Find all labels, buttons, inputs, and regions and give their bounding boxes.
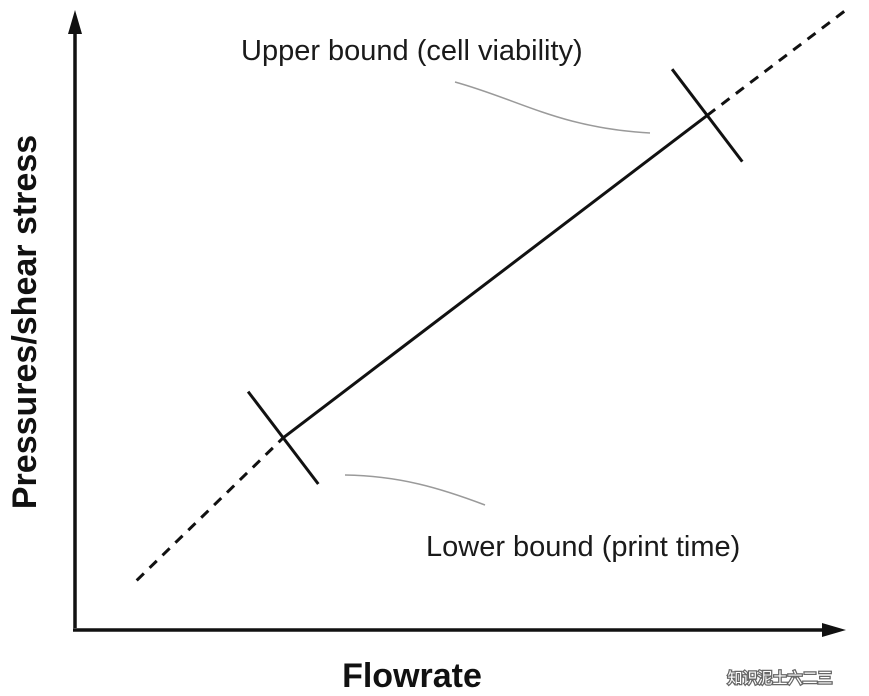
line-solid-operating-range xyxy=(282,114,709,439)
lower-bound-tick xyxy=(246,390,320,485)
upper-bound-tick xyxy=(670,68,744,163)
upper-bound-leader xyxy=(454,81,651,134)
watermark: 知识泥土六二三 xyxy=(727,669,832,687)
x-axis-arrowhead xyxy=(822,623,846,637)
line-dashed-lower-extension xyxy=(135,436,285,582)
upper-bound-label: Upper bound (cell viability) xyxy=(241,35,583,67)
line-dashed-upper-extension xyxy=(706,8,847,117)
x-axis-label: Flowrate xyxy=(342,657,482,695)
y-axis-label: Pressures/shear stress xyxy=(6,135,44,509)
lower-bound-leader xyxy=(344,474,486,506)
lower-bound-label: Lower bound (print time) xyxy=(426,531,740,563)
y-axis-arrowhead xyxy=(68,10,82,34)
